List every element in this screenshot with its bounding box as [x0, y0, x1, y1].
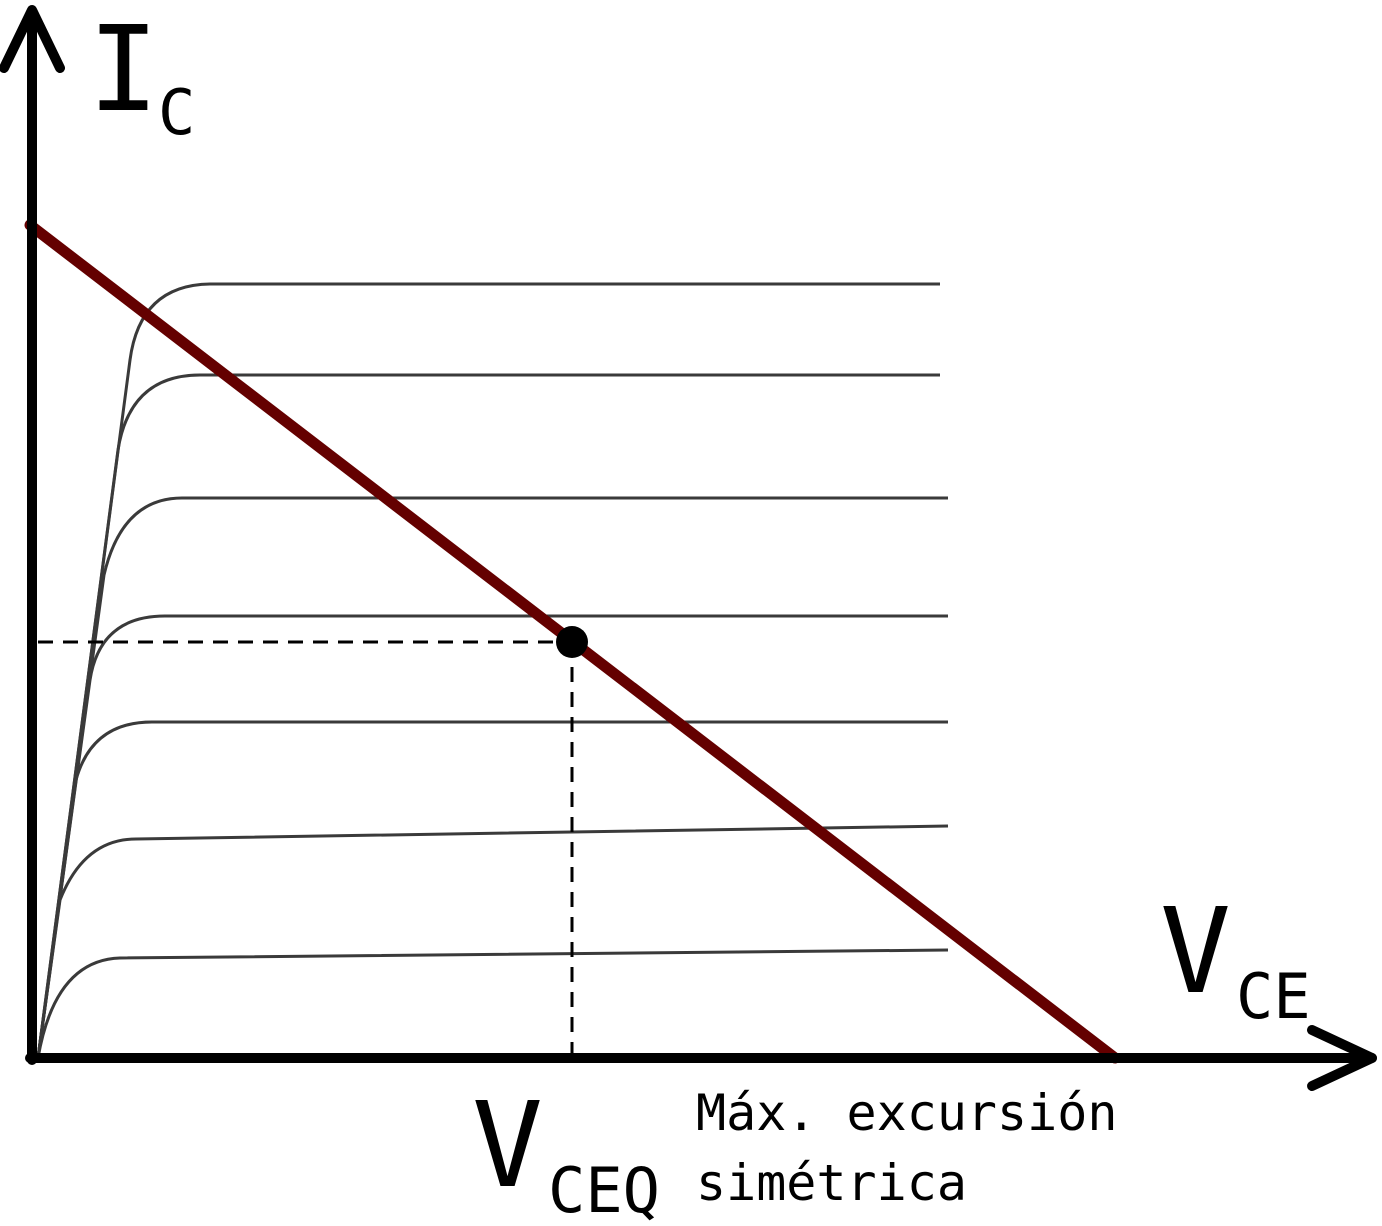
characteristic-curves [36, 282, 949, 1059]
y-axis-label-subscript: C [158, 76, 195, 149]
y-axis-arrowhead [0, 5, 65, 73]
characteristic-curve-6 [36, 373, 940, 1059]
y-axis-label-main: I [88, 0, 159, 138]
q-point-label-subscript: CEQ [548, 1154, 660, 1226]
annotation-line-2: simétrica [696, 1154, 967, 1212]
x-axis-label-main: V [1160, 882, 1231, 1020]
characteristic-curve-3 [36, 720, 948, 1059]
characteristic-curve-4 [36, 614, 948, 1059]
y-axis-label: I C [88, 0, 195, 149]
q-point-label-main: V [472, 1076, 543, 1214]
axes [0, 5, 1377, 1091]
characteristic-curve-1 [36, 948, 949, 1059]
q-point-marker [556, 626, 588, 658]
x-axis-label-subscript: CE [1236, 960, 1311, 1033]
characteristic-curve-7 [36, 282, 940, 1059]
q-point-label: V CEQ [472, 1076, 660, 1226]
x-axis-label: V CE [1160, 882, 1311, 1033]
characteristic-curve-5 [36, 496, 948, 1059]
q-point-guides [38, 640, 574, 1058]
annotation-line-1: Máx. excursión [696, 1084, 1117, 1142]
characteristic-curve-2 [36, 824, 949, 1059]
x-axis-arrowhead [1307, 1025, 1377, 1091]
